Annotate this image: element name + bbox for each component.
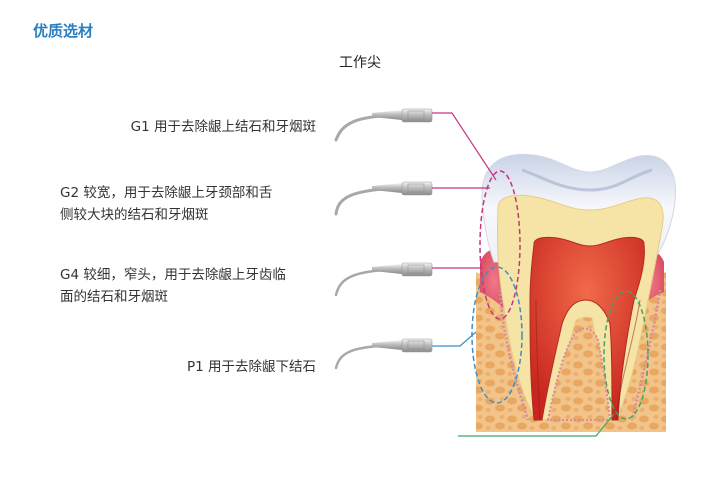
connector-p1	[432, 331, 477, 347]
tip-label-g1-line1: G1 用于去除龈上结石和牙烟斑	[130, 119, 316, 135]
connector-interproximal	[458, 413, 615, 437]
region-ellipse-interproximal	[603, 290, 649, 420]
tip-label-g2: G2 较宽，用于去除龈上牙颈部和舌 侧较大块的结石和牙烟斑	[60, 182, 272, 226]
tip-label-g4-line1: G4 较细，窄头，用于去除龈上牙齿临	[60, 267, 286, 283]
tip-label-g2-line1: G2 较宽，用于去除龈上牙颈部和舌	[60, 185, 273, 201]
scaler-tip-g2	[334, 181, 433, 216]
region-ellipse-supragingival	[479, 170, 521, 320]
tip-label-p1: P1 用于去除龈下结石	[90, 356, 316, 378]
inter-root-bone	[546, 327, 612, 421]
tip-label-g1: G1 用于去除龈上结石和牙烟斑	[90, 116, 316, 138]
tooth-illustration	[476, 153, 676, 432]
pulp	[529, 236, 645, 421]
tip-label-g2-line2: 侧较大块的结石和牙烟斑	[60, 207, 209, 223]
tip-label-g4: G4 较细，窄头，用于去除龈上牙齿临 面的结石和牙烟斑	[60, 264, 286, 308]
tip-label-g4-line2: 面的结石和牙烟斑	[60, 289, 168, 305]
tip-label-p1-line1: P1 用于去除龈下结石	[186, 359, 316, 375]
diagram-title: 工作尖	[339, 55, 381, 71]
header-title: 优质选材	[33, 22, 94, 40]
connector-g1	[432, 112, 497, 181]
scaler-tip-p1	[334, 338, 433, 370]
scaler-tip-g4	[334, 262, 433, 297]
scaler-tip-g1	[334, 108, 433, 142]
